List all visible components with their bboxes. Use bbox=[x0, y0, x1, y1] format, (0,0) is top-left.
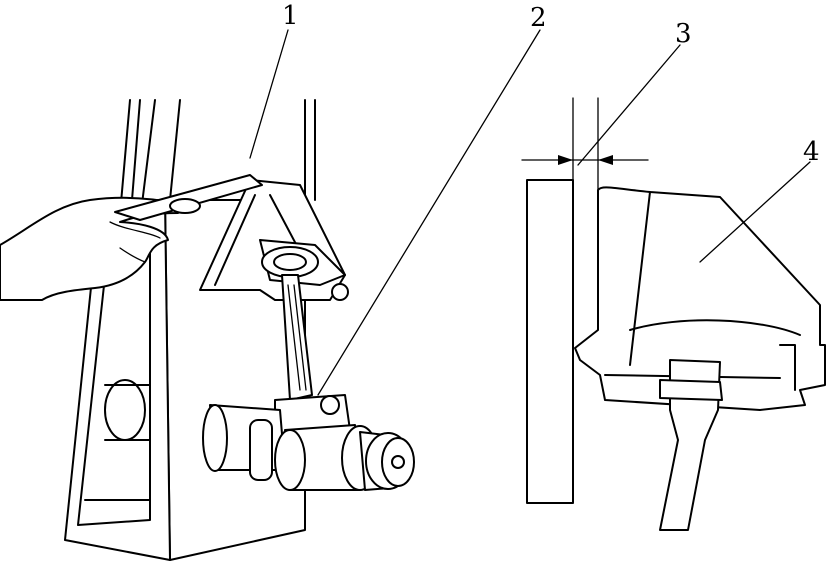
gap-dimension bbox=[521, 97, 649, 191]
fixture-stand bbox=[64, 99, 316, 561]
label-3: 3 bbox=[675, 19, 692, 49]
label-2: 2 bbox=[530, 3, 547, 33]
hand bbox=[0, 174, 263, 301]
crank-shaft bbox=[202, 404, 415, 491]
leader-lines bbox=[249, 29, 811, 396]
label-1: 1 bbox=[282, 1, 299, 31]
gauge-head bbox=[199, 179, 349, 301]
piston-part bbox=[574, 186, 826, 531]
reference-plate bbox=[526, 179, 574, 504]
label-4: 4 bbox=[803, 137, 820, 167]
